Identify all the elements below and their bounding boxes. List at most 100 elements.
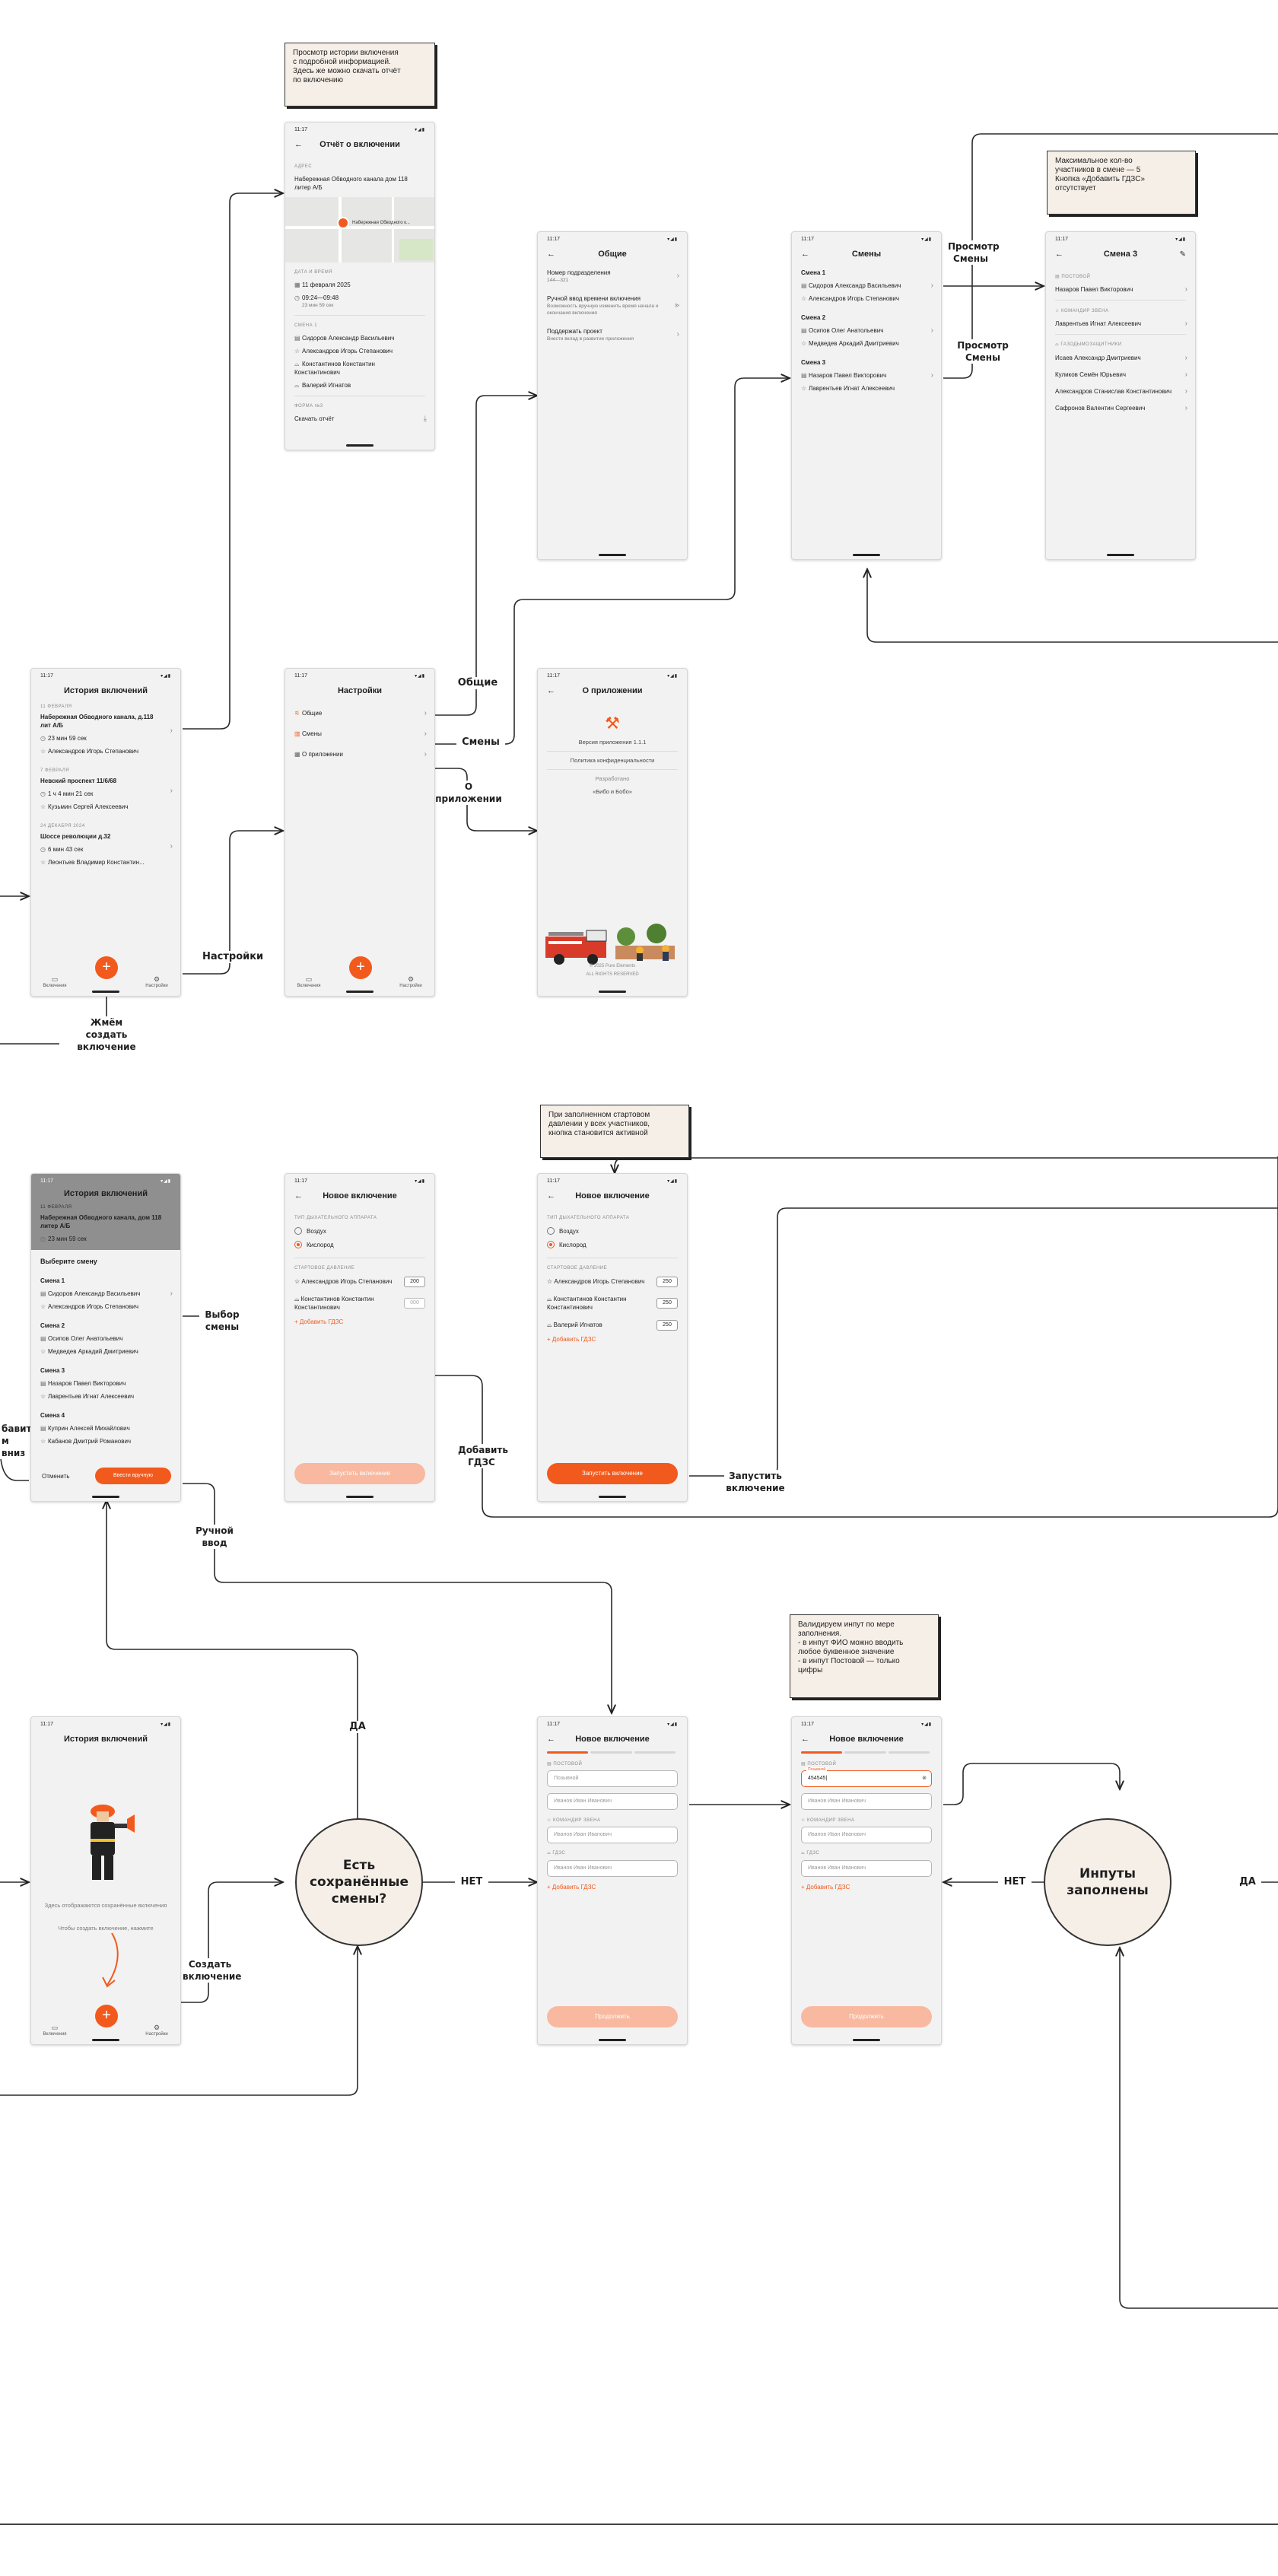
nav-settings[interactable]: ⚙Настройки	[138, 2024, 176, 2037]
cancel-button[interactable]: Отменить	[42, 1473, 70, 1480]
radio-oxygen[interactable]: Кислород	[285, 1238, 434, 1251]
star-icon: ☆	[801, 295, 807, 302]
pressure-input[interactable]: 250	[656, 1298, 678, 1309]
chevron-right-icon: ›	[1184, 386, 1187, 396]
back-arrow-icon[interactable]: ←	[547, 686, 555, 695]
back-arrow-icon[interactable]: ←	[547, 1735, 555, 1744]
start-inclusion-button[interactable]: Запустить включение	[547, 1463, 678, 1484]
member-row[interactable]: Назаров Павел Викторович›	[1055, 285, 1187, 294]
settings-item-general[interactable]: ⚟Общие›	[294, 708, 427, 717]
create-fab-button[interactable]: +	[95, 2005, 118, 2027]
manual-entry-button[interactable]: Ввести вручную	[95, 1468, 171, 1484]
star-icon: ☆	[801, 385, 807, 392]
shift-card-1[interactable]: Смена 1 ▤Сидоров Александр Васильевич ☆А…	[801, 269, 933, 302]
back-arrow-icon[interactable]: ←	[294, 1191, 303, 1201]
member-row[interactable]: Сафронов Валентин Сергеевич›	[1055, 403, 1187, 412]
shift-card-2[interactable]: Смена 2 ▤Осипов Олег Анатольевич ☆Медвед…	[801, 314, 933, 347]
sheet-shift-3[interactable]: Смена 3 ▤Назаров Павел Викторович ☆Лавре…	[40, 1367, 135, 1400]
commander-fio-input[interactable]: Иванов Иван Иванович	[547, 1827, 678, 1843]
nav-history[interactable]: ▭Включения	[36, 2024, 74, 2037]
clear-icon[interactable]: ⊗	[922, 1776, 927, 1781]
start-inclusion-button[interactable]: Запустить включение	[294, 1463, 425, 1484]
edit-pencil-icon[interactable]: ✎	[1179, 250, 1186, 259]
progress-steps	[801, 1751, 932, 1754]
sheet-shift-4[interactable]: Смена 4 ▤Куприн Алексей Михайлович ☆Каба…	[40, 1412, 132, 1445]
gdzs-fio-input[interactable]: Иванов Иван Иванович	[801, 1860, 932, 1877]
label-yes-1: ДА	[344, 1721, 371, 1733]
chevron-right-icon: ›	[170, 727, 173, 735]
back-arrow-icon[interactable]: ←	[294, 140, 303, 149]
status-time: 11:17	[547, 1178, 560, 1184]
radio-oxygen[interactable]: Кислород	[538, 1238, 687, 1251]
continue-button[interactable]: Продолжить	[547, 2006, 678, 2027]
map-view[interactable]: Набережная Обводного к...	[285, 197, 434, 262]
settings-item-shifts[interactable]: ▥Смены›	[294, 729, 427, 738]
caption-gas-protectors: ⌓ ГАЗОДЫМОЗАЩИТНИКИ	[1055, 342, 1122, 347]
back-arrow-icon[interactable]: ←	[547, 1191, 555, 1201]
nav-history[interactable]: ▭Включения	[36, 975, 74, 988]
label-shifts: Смены	[456, 736, 505, 749]
plus-icon: +	[547, 1884, 552, 1891]
pressure-input[interactable]: 250	[656, 1319, 678, 1331]
nav-settings[interactable]: ⚙Настройки	[138, 975, 176, 988]
continue-button[interactable]: Продолжить	[801, 2006, 932, 2027]
screen-empty-history: 11:17▾◢▮ История включений Здесь отображ…	[30, 1716, 181, 2045]
caption-shift: СМЕНА 1	[294, 323, 318, 328]
gdzs-fio-input[interactable]: Иванов Иван Иванович	[547, 1860, 678, 1877]
post-fio-input[interactable]: Иванов Иван Иванович	[547, 1793, 678, 1810]
status-icons: ▾◢▮	[415, 128, 425, 132]
create-fab-button[interactable]: +	[349, 956, 372, 979]
toggle-icon[interactable]: ⪢	[675, 301, 679, 310]
add-gdzs-button[interactable]: + Добавить ГДЗС	[547, 1336, 596, 1343]
history-item[interactable]: 11 ФЕВРАЛЯ Набережная Обводного канала, …	[40, 704, 173, 755]
pressure-input[interactable]: 250	[656, 1276, 678, 1287]
commander-fio-input[interactable]: Иванов Иван Иванович	[801, 1827, 932, 1843]
member-row[interactable]: Александров Станислав Константинович›	[1055, 386, 1187, 396]
clock-icon: ◷	[40, 846, 46, 853]
nav-history[interactable]: ▭Включения	[290, 975, 328, 988]
back-arrow-icon[interactable]: ←	[801, 1735, 809, 1744]
label-settings: Настройки	[201, 951, 264, 963]
footer-rights: ALL RIGHTS RESERVED	[586, 972, 639, 977]
screen-about: 11:17▾◢▮ ←О приложении ⚒ Версия приложен…	[537, 668, 688, 997]
post-fio-input[interactable]: Иванов Иван Иванович	[801, 1793, 932, 1810]
nav-settings[interactable]: ⚙Настройки	[392, 975, 430, 988]
create-fab-button[interactable]: +	[95, 956, 118, 979]
settings-item-about[interactable]: ▦О приложении›	[294, 749, 427, 758]
member-row[interactable]: Лаврентьев Игнат Алексеевич›	[1055, 319, 1187, 328]
radio-air[interactable]: Воздух	[285, 1224, 434, 1238]
history-item[interactable]: 7 ФЕВРАЛЯ Невский проспект 11/6/68 ◷1 ч …	[40, 768, 173, 810]
home-indicator	[346, 1496, 374, 1498]
history-item[interactable]: 24 ДЕКАБРЯ 2024 Шоссе революции д.32 ◷6 …	[40, 824, 173, 866]
screen-history: 11:17▾◢▮ История включений 11 ФЕВРАЛЯ На…	[30, 668, 181, 997]
download-report-row[interactable]: Скачать отчёт⤓	[294, 414, 427, 423]
member-row[interactable]: Исаев Александр Дмитриевич›	[1055, 353, 1187, 362]
star-icon: ☆	[40, 859, 46, 866]
pressure-input[interactable]: 200	[404, 1276, 425, 1287]
shift-card-3[interactable]: Смена 3 ▤Назаров Павел Викторович ☆Лавре…	[801, 359, 933, 392]
screen-title: Смена 3	[1103, 250, 1138, 259]
add-gdzs-button[interactable]: + Добавить ГДЗС	[547, 1884, 596, 1891]
firefighter-illustration	[91, 1805, 135, 1880]
back-arrow-icon[interactable]: ←	[1055, 250, 1063, 259]
sheet-shift-2[interactable]: Смена 2 ▤Осипов Олег Анатольевич ☆Медвед…	[40, 1322, 138, 1355]
back-arrow-icon[interactable]: ←	[547, 250, 555, 259]
post-callsign-input[interactable]: Позывной	[547, 1770, 678, 1787]
decision-inputs-filled: Инпуты заполнены	[1044, 1818, 1172, 1946]
add-gdzs-button[interactable]: + Добавить ГДЗС	[801, 1884, 850, 1891]
person: Александров Игорь Степанович	[302, 348, 393, 355]
pressure-input[interactable]: 000	[404, 1298, 425, 1309]
helmet-icon: ⌓	[294, 382, 300, 389]
sheet-shift-1[interactable]: Смена 1 ▤Сидоров Александр Васильевич ☆А…	[40, 1277, 173, 1310]
star-icon: ☆	[294, 1278, 302, 1285]
back-arrow-icon[interactable]: ←	[801, 250, 809, 259]
radio-air[interactable]: Воздух	[538, 1224, 687, 1238]
grid-icon: ▦	[294, 751, 300, 758]
privacy-policy-link[interactable]: Политика конфиденциальности	[570, 757, 655, 764]
member-row[interactable]: Куликов Семён Юрьевич›	[1055, 370, 1187, 379]
add-gdzs-button[interactable]: + Добавить ГДЗС	[294, 1318, 344, 1325]
